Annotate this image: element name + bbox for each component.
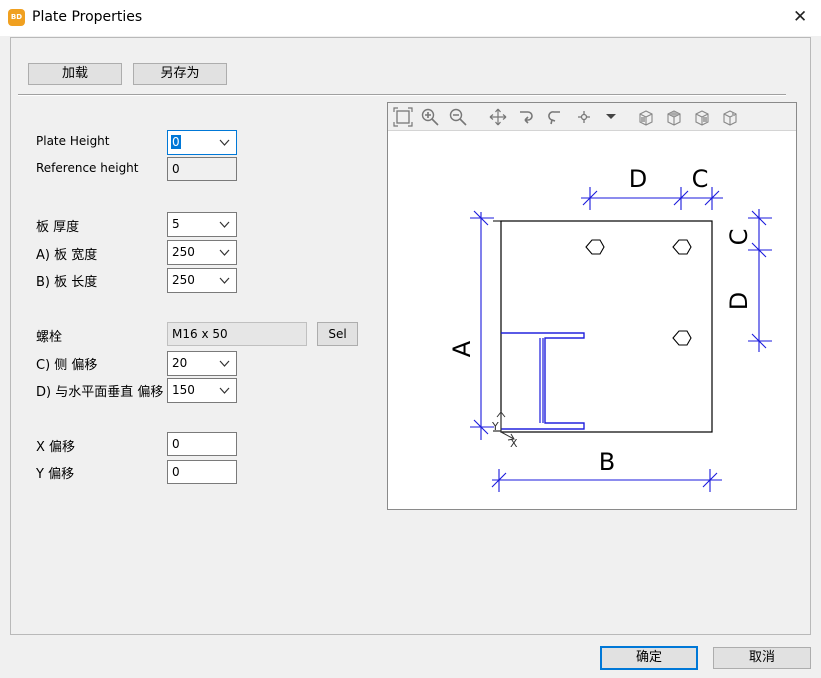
bolt-label: 螺栓	[36, 330, 63, 345]
plate-height-label: Plate Height	[36, 134, 110, 148]
dimension-top	[581, 187, 723, 210]
thickness-value: 5	[172, 217, 180, 231]
close-icon[interactable]: ✕	[793, 7, 808, 27]
zoom-in-icon[interactable]	[420, 107, 440, 127]
save-as-button[interactable]: 另存为	[133, 63, 227, 85]
bolt-hole	[672, 239, 692, 255]
y-offset-input[interactable]: 0	[167, 460, 237, 484]
axis-y-label: Y	[491, 420, 499, 433]
reference-height-field: 0	[167, 157, 237, 181]
app-icon: BD	[8, 9, 25, 26]
thickness-label: 板 厚度	[36, 220, 80, 235]
x-offset-input[interactable]: 0	[167, 432, 237, 456]
side-offset-label: C) 侧 偏移	[36, 358, 98, 373]
preview-toolbar	[388, 103, 796, 131]
rotate-right-icon[interactable]	[516, 107, 536, 127]
dim-a-label: A	[448, 340, 476, 357]
length-value: 250	[172, 273, 195, 287]
bolt-hole	[672, 330, 692, 346]
snap-icon[interactable]	[574, 107, 594, 127]
chevron-down-icon	[219, 360, 230, 367]
cancel-button[interactable]: 取消	[713, 647, 811, 669]
axes-icon	[496, 411, 515, 441]
load-button[interactable]: 加载	[28, 63, 122, 85]
zoom-out-icon[interactable]	[448, 107, 468, 127]
plate-outline	[500, 220, 713, 433]
beam-section	[501, 332, 585, 430]
x-offset-label: X 偏移	[36, 440, 76, 455]
dimension-a	[470, 210, 501, 440]
side-offset-combo[interactable]: 20	[167, 351, 237, 376]
reference-height-value: 0	[172, 162, 180, 176]
y-offset-value: 0	[172, 465, 180, 479]
plate-height-value: 0	[171, 135, 181, 149]
side-offset-value: 20	[172, 356, 188, 370]
chevron-down-icon	[219, 277, 230, 284]
view-iso-icon[interactable]	[720, 107, 740, 127]
pan-icon[interactable]	[488, 107, 508, 127]
title-bar: BD Plate Properties ✕	[0, 0, 821, 36]
width-value: 250	[172, 245, 195, 259]
chevron-down-icon	[219, 139, 230, 146]
bolt-hole	[585, 239, 605, 255]
plate-drawing: A B D C C D Y X	[448, 165, 772, 492]
x-offset-value: 0	[172, 437, 180, 451]
dimension-b	[491, 469, 722, 492]
dim-c-top-label: C	[692, 165, 709, 193]
app-icon-text: BD	[10, 13, 23, 21]
reference-height-label: Reference height	[36, 161, 139, 175]
dim-b-label: B	[599, 448, 615, 476]
length-label: B) 板 长度	[36, 275, 98, 290]
plate-height-combo[interactable]: 0	[167, 130, 237, 155]
view-side-icon[interactable]	[692, 107, 712, 127]
dropdown-arrow-icon[interactable]	[601, 107, 621, 127]
vertical-offset-label: D) 与水平面垂直 偏移	[36, 385, 164, 400]
chevron-down-icon	[219, 221, 230, 228]
zoom-fit-icon[interactable]	[393, 107, 413, 127]
dim-d-side-label: D	[725, 292, 753, 310]
chevron-down-icon	[219, 387, 230, 394]
window-title: Plate Properties	[32, 9, 143, 25]
bolt-value: M16 x 50	[172, 327, 228, 341]
axis-x-label: X	[510, 437, 518, 450]
dimension-right	[748, 209, 772, 352]
thickness-combo[interactable]: 5	[167, 212, 237, 237]
rotate-left-icon[interactable]	[544, 107, 564, 127]
dim-d-top-label: D	[629, 165, 647, 193]
width-label: A) 板 宽度	[36, 248, 98, 263]
plate-preview[interactable]: A B D C C D Y X	[387, 102, 797, 510]
y-offset-label: Y 偏移	[36, 467, 75, 482]
vertical-offset-label-clip: D) 与水平面垂直 偏移	[36, 381, 167, 401]
view-top-icon[interactable]	[664, 107, 684, 127]
separator	[18, 94, 786, 96]
chevron-down-icon	[219, 249, 230, 256]
vertical-offset-combo[interactable]: 150	[167, 378, 237, 403]
dim-c-side-label: C	[725, 229, 753, 246]
vertical-offset-value: 150	[172, 383, 195, 397]
ok-button[interactable]: 确定	[600, 646, 698, 670]
bolt-field: M16 x 50	[167, 322, 307, 346]
width-combo[interactable]: 250	[167, 240, 237, 265]
view-front-icon[interactable]	[636, 107, 656, 127]
length-combo[interactable]: 250	[167, 268, 237, 293]
select-bolt-button[interactable]: Sel	[317, 322, 358, 346]
